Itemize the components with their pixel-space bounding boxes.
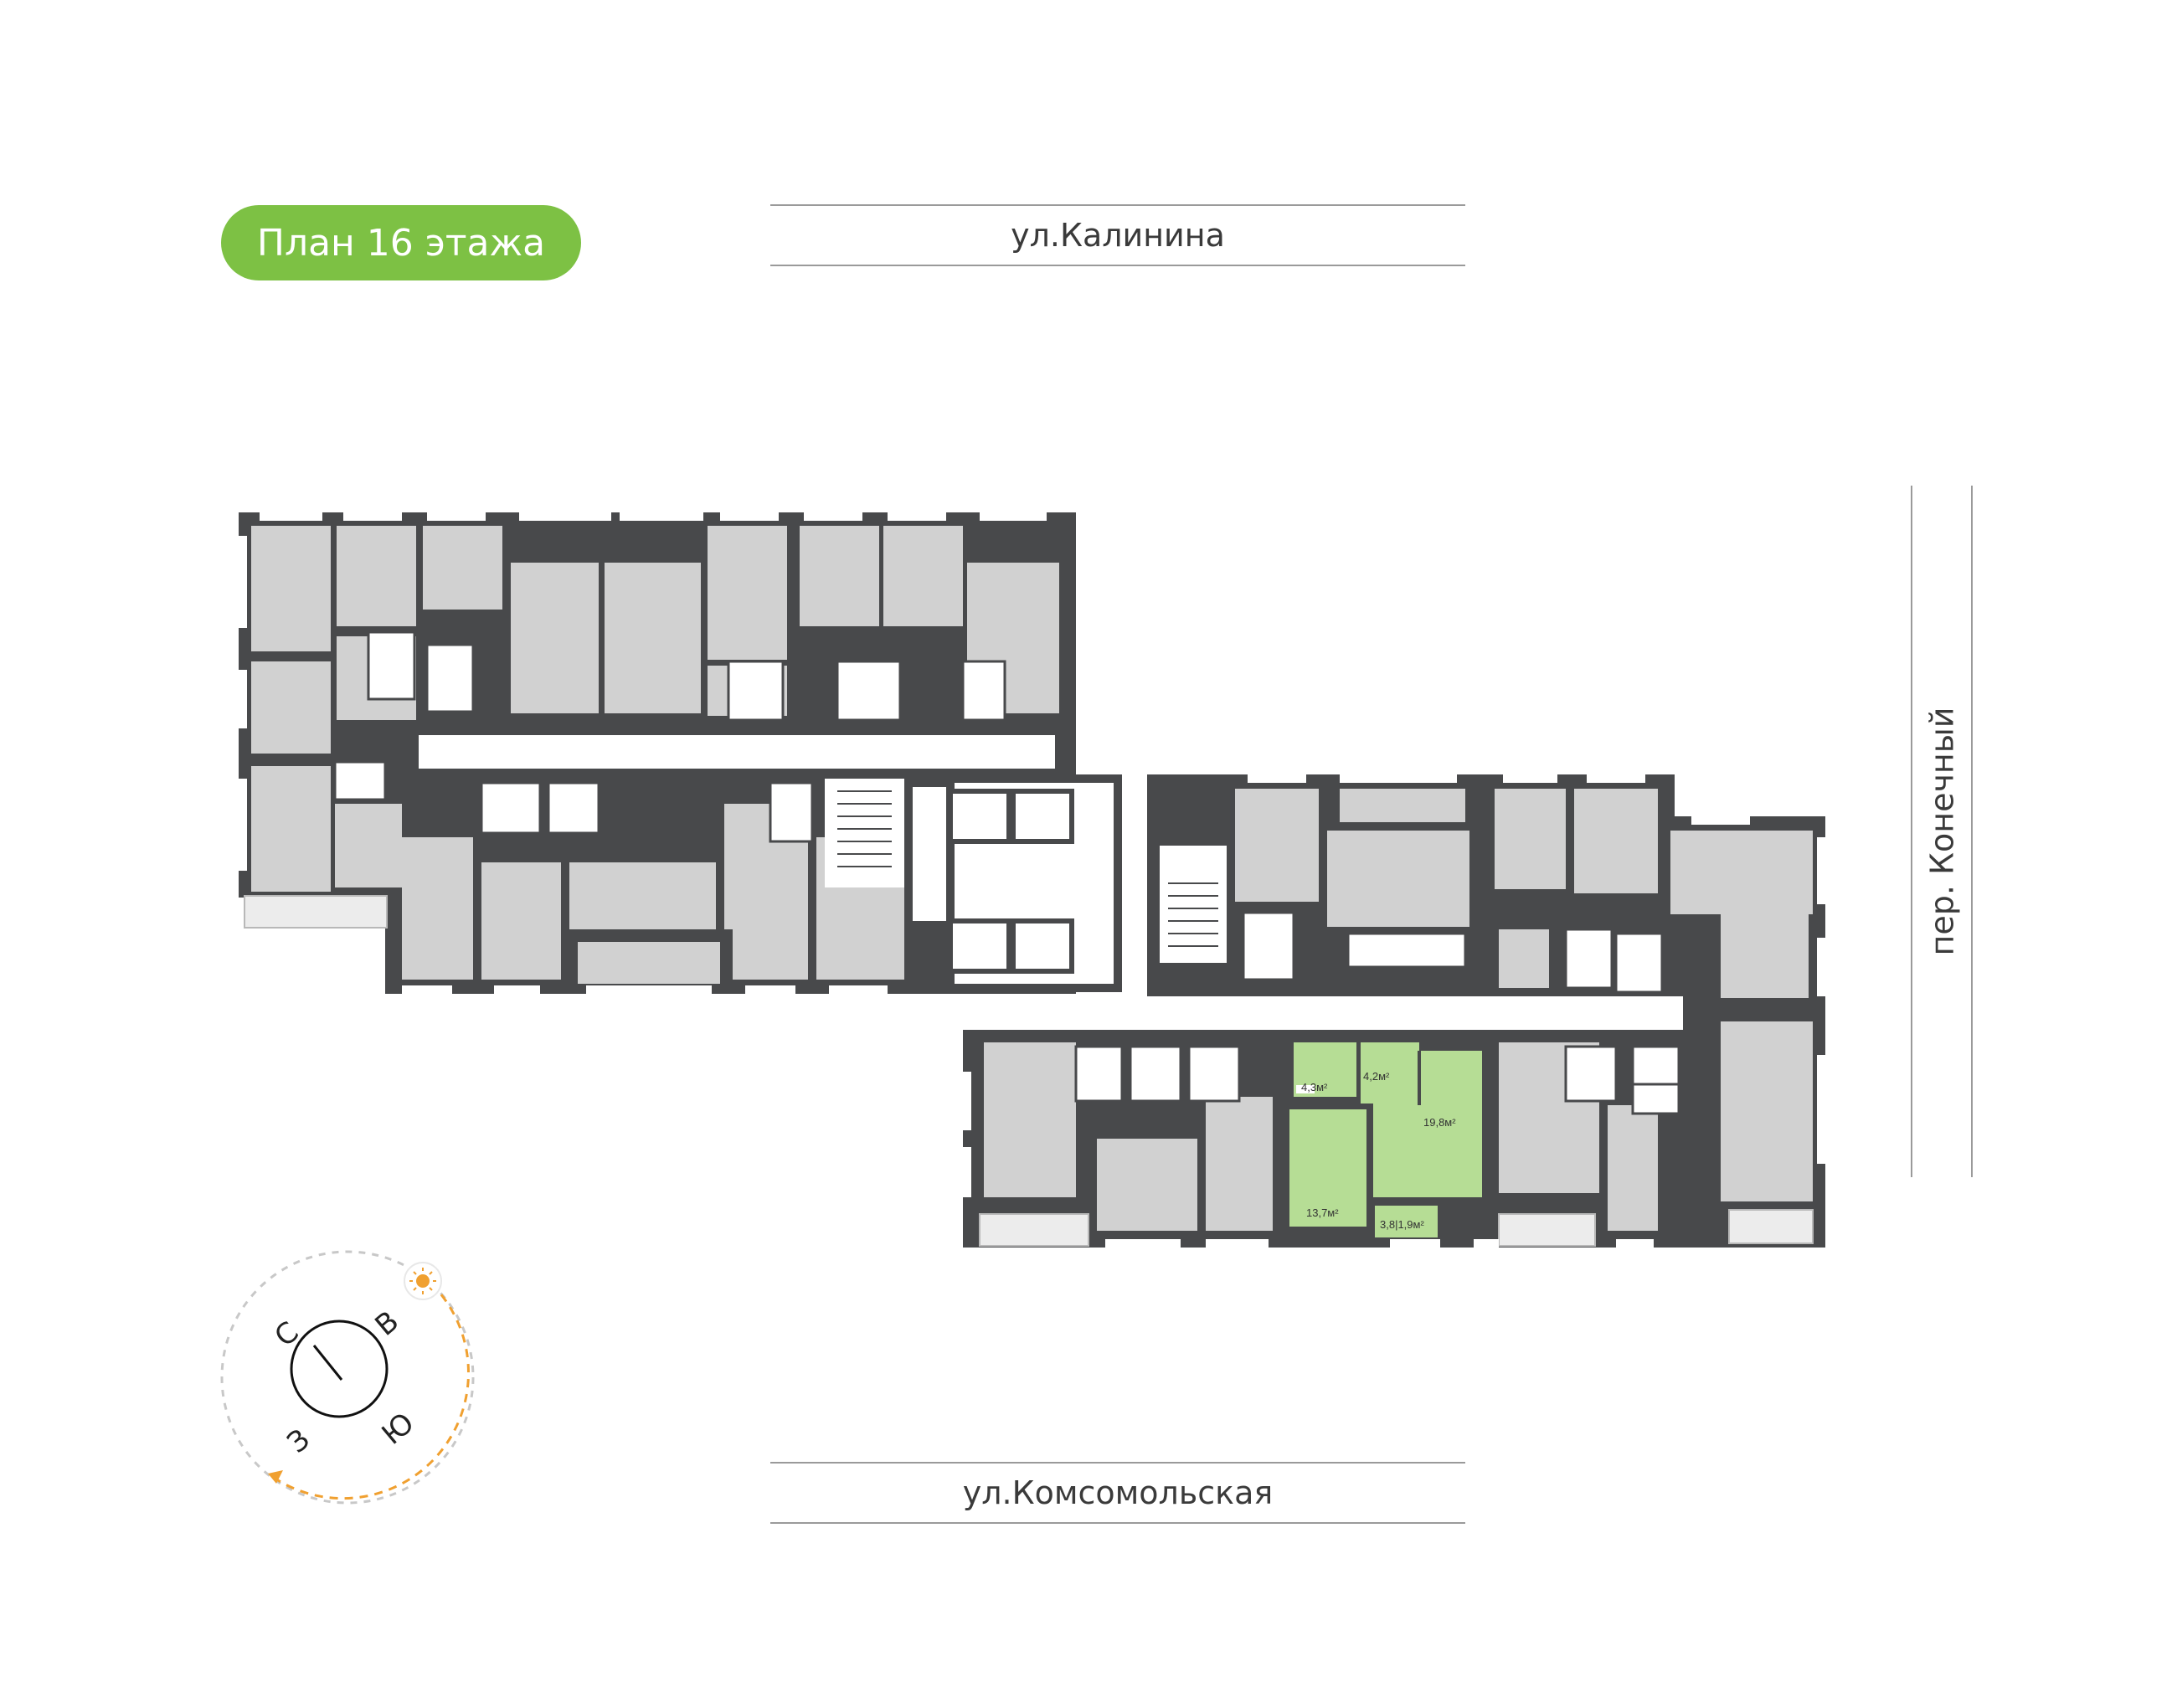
east-balconies: [979, 1209, 1814, 1247]
compass-orbit: [220, 1250, 475, 1505]
east-north-wet-rooms: [1242, 911, 1664, 994]
west-balcony: [244, 895, 388, 929]
sun-path-arrow-icon: [268, 1470, 283, 1484]
east-north-rooms: [1235, 789, 1813, 998]
east-windows: [963, 774, 1825, 1248]
east-wing: [963, 774, 1825, 1248]
compass-south: Ю: [376, 1407, 421, 1452]
east-link: [1122, 837, 1147, 988]
area-label-kitchen: 13,7м²: [1306, 1206, 1339, 1219]
area-label-living: 19,8м²: [1423, 1116, 1456, 1129]
west-south-rooms: [335, 804, 904, 984]
sun-path: [267, 1282, 470, 1500]
street-top-label: ул.Калинина: [770, 204, 1465, 266]
compass-dial: [290, 1320, 389, 1418]
elevator-1: [948, 789, 1011, 844]
street-right-label: пер. Конечный: [1911, 486, 1973, 1177]
east-corridor: [988, 996, 1683, 1030]
middle-block: [946, 774, 1122, 992]
sun-icon: [404, 1262, 442, 1300]
selected-apartment[interactable]: [1285, 1042, 1482, 1237]
compass: С В Ю З: [220, 1250, 475, 1505]
elevator-4: [1011, 918, 1074, 974]
apartment-hall: [1361, 1042, 1419, 1105]
area-label-balcony: 3,8|1,9м²: [1380, 1218, 1424, 1231]
west-stairwell: [825, 779, 904, 887]
elevator-3: [948, 918, 1011, 974]
west-windows: [239, 512, 1047, 994]
area-label-hall: 4,2м²: [1363, 1070, 1390, 1083]
west-wet-rooms: [333, 630, 1006, 843]
compass-needle: [312, 1345, 343, 1381]
east-south-wet-rooms: [1074, 1045, 1680, 1115]
apartment-balcony: [1375, 1206, 1438, 1237]
street-bottom-label: ул.Комсомольская: [770, 1462, 1465, 1524]
east-south-rooms: [984, 1021, 1813, 1231]
compass-west: З: [281, 1422, 317, 1460]
east-stairwell: [1160, 846, 1227, 963]
apartment-kitchen: [1289, 1109, 1366, 1227]
apartment-living-lower: [1373, 1105, 1482, 1197]
elevator-2: [1011, 789, 1074, 844]
bath-fixture: [1296, 1085, 1315, 1093]
area-label-bath: 4,3м²: [1301, 1081, 1328, 1093]
west-stairs: [837, 790, 892, 867]
east-stairs: [1168, 882, 1218, 947]
floor-plan-title: План 16 этажа: [221, 205, 581, 280]
west-corridor: [419, 735, 1055, 769]
west-wing: [239, 512, 1076, 994]
